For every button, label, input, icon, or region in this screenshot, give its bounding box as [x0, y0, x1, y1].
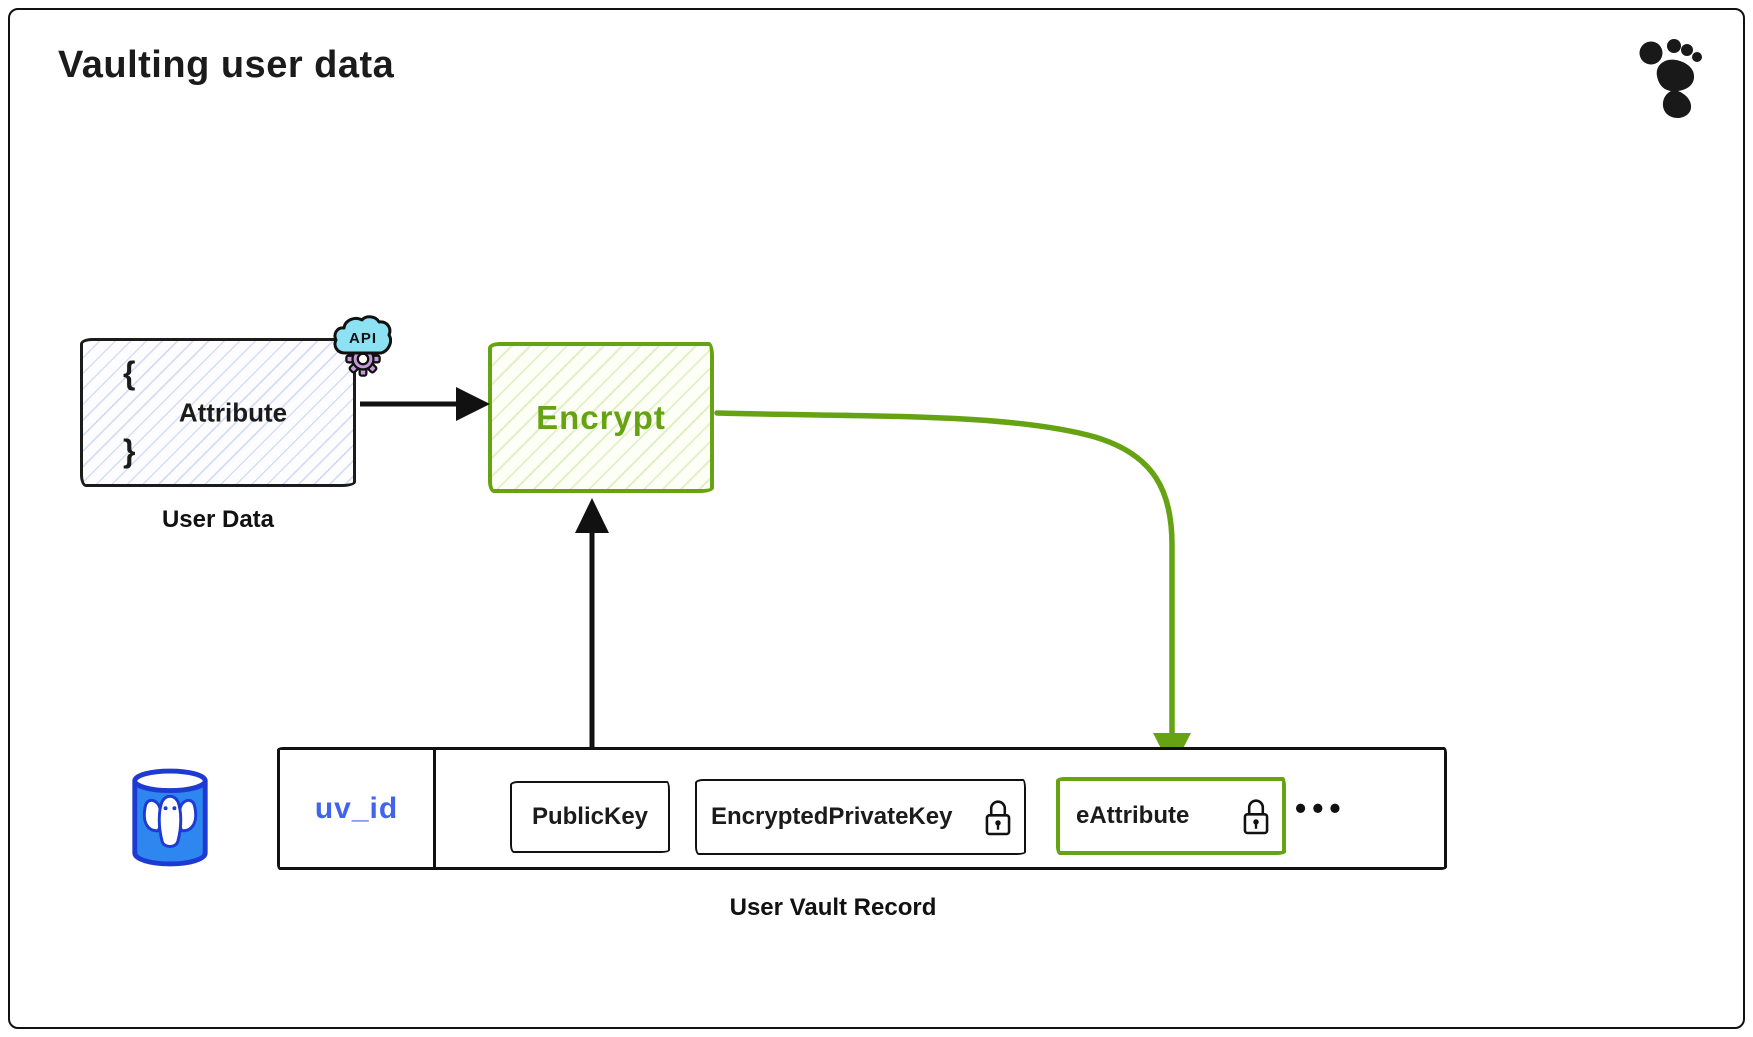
uv-id-label: uv_id	[314, 791, 399, 825]
diagram-frame	[8, 8, 1745, 1029]
api-icon: API	[330, 314, 394, 384]
encrypt-label: Encrypt	[536, 398, 666, 436]
api-cloud-icon: API	[333, 315, 392, 355]
user-vault-record-table: uv_id PublicKey EncryptedPrivateKey eAtt…	[277, 747, 1447, 870]
encrypted-private-key-cell: EncryptedPrivateKey	[695, 779, 1026, 855]
footprint-logo-icon	[1639, 39, 1702, 118]
api-badge-label: API	[349, 330, 377, 347]
public-key-label: PublicKey	[531, 803, 649, 830]
user-vault-record-caption: User Vault Record	[729, 894, 937, 921]
user-data-caption: User Data	[161, 506, 275, 533]
e-attribute-label: eAttribute	[1076, 802, 1190, 829]
encrypt-box: Encrypt	[488, 342, 714, 493]
page-title: Vaulting user data	[58, 44, 395, 86]
uv-id-cell: uv_id	[280, 750, 436, 867]
attribute-label: Attribute	[178, 397, 288, 427]
encrypted-private-key-label: EncryptedPrivateKey	[711, 803, 953, 830]
brace-close: }	[123, 433, 136, 469]
brace-open: {	[123, 355, 136, 391]
public-key-cell: PublicKey	[510, 781, 670, 853]
user-data-box: { Attribute }	[80, 338, 356, 487]
lock-icon	[985, 800, 1011, 836]
postgres-database-icon	[132, 768, 208, 867]
lock-icon	[1243, 799, 1269, 835]
ellipsis-label: •••	[1295, 790, 1347, 826]
e-attribute-cell: eAttribute	[1056, 777, 1286, 855]
